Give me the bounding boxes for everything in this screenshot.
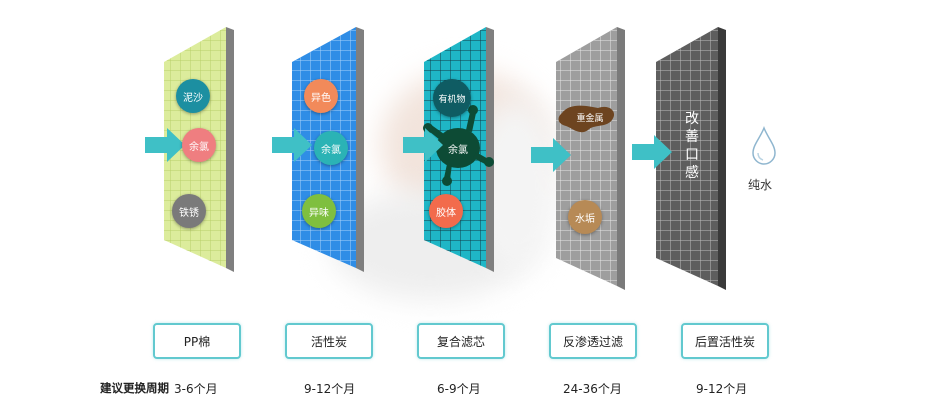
improve-taste-char: 感 bbox=[685, 165, 699, 181]
contaminant-badge-chlorine: 余氯 bbox=[314, 131, 348, 165]
contaminant-badge-organics: 有机物 bbox=[433, 79, 471, 117]
post-carbon-panel bbox=[656, 27, 726, 290]
contaminant-badge-colloid: 胶体 bbox=[429, 194, 463, 228]
contaminant-badge-rust: 铁锈 bbox=[172, 194, 206, 228]
replacement-cycle: 9-12个月 bbox=[304, 382, 356, 396]
contaminant-badge-odor: 异味 bbox=[302, 194, 336, 228]
improve-taste-char: 善 bbox=[685, 129, 699, 145]
flow-arrow bbox=[531, 138, 571, 172]
flow-arrow bbox=[272, 128, 312, 162]
flow-arrow bbox=[145, 128, 185, 162]
flow-arrow bbox=[403, 128, 443, 162]
replacement-cycle: 3-6个月 bbox=[174, 382, 218, 396]
filter-name-box: 复合滤芯 bbox=[417, 323, 505, 359]
contaminant-badge-discoloration: 异色 bbox=[304, 79, 338, 113]
contaminant-badge-chlorine: 余氯 bbox=[448, 144, 468, 156]
replacement-cycle: 6-9个月 bbox=[437, 382, 481, 396]
heavy-metal-stain bbox=[558, 105, 615, 133]
contaminant-badge-heavy-metal: 重金属 bbox=[576, 113, 604, 124]
filter-name-box: 后置活性炭 bbox=[681, 323, 769, 359]
water-drop-icon bbox=[752, 126, 776, 165]
flow-arrow bbox=[632, 135, 672, 169]
improve-taste-char: 改 bbox=[685, 111, 699, 127]
filter-name-box: PP棉 bbox=[153, 323, 241, 359]
improve-taste-text: 改 善 口 感 bbox=[683, 110, 701, 182]
replacement-cycle: 24-36个月 bbox=[563, 382, 622, 396]
filter-name-box: 反渗透过滤 bbox=[549, 323, 637, 359]
replacement-cycle: 9-12个月 bbox=[696, 382, 748, 396]
pure-water-label: 纯水 bbox=[748, 178, 773, 192]
contaminant-badge-sediment: 泥沙 bbox=[176, 79, 210, 113]
filter-name-box: 活性炭 bbox=[285, 323, 373, 359]
contaminant-badge-chlorine: 余氯 bbox=[182, 128, 216, 162]
improve-taste-char: 口 bbox=[685, 147, 699, 163]
replacement-cycle-title: 建议更换周期 bbox=[100, 381, 169, 395]
contaminant-badge-scale: 水垢 bbox=[568, 200, 602, 234]
